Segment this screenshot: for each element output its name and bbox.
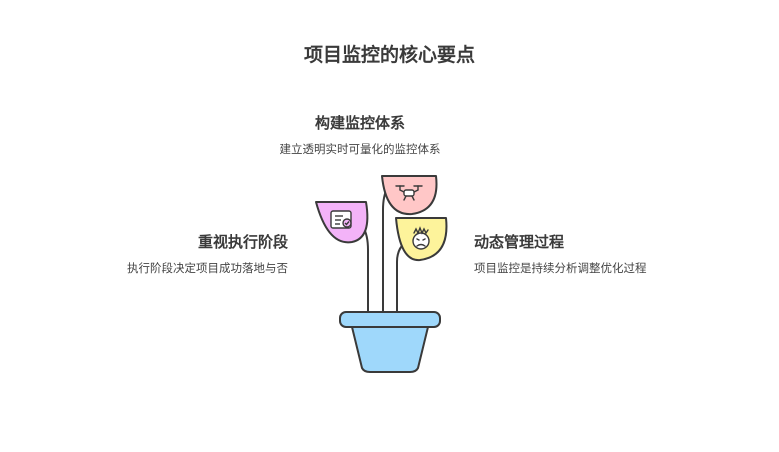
page-title: 项目监控的核心要点 <box>303 44 475 66</box>
pot-rim <box>339 311 441 328</box>
left-heading: 重视执行阶段 <box>197 233 288 251</box>
checklist-icon <box>330 210 352 229</box>
right-heading: 动态管理过程 <box>474 233 565 251</box>
top-description: 建立透明实时可量化的监控体系 <box>279 142 441 156</box>
drone-icon <box>395 185 423 201</box>
stressed-face-icon <box>412 226 430 250</box>
top-heading: 构建监控体系 <box>314 114 405 132</box>
right-description: 项目监控是持续分析调整优化过程 <box>474 261 647 275</box>
pot-body <box>351 326 429 373</box>
left-description: 执行阶段决定项目成功落地与否 <box>127 261 288 275</box>
